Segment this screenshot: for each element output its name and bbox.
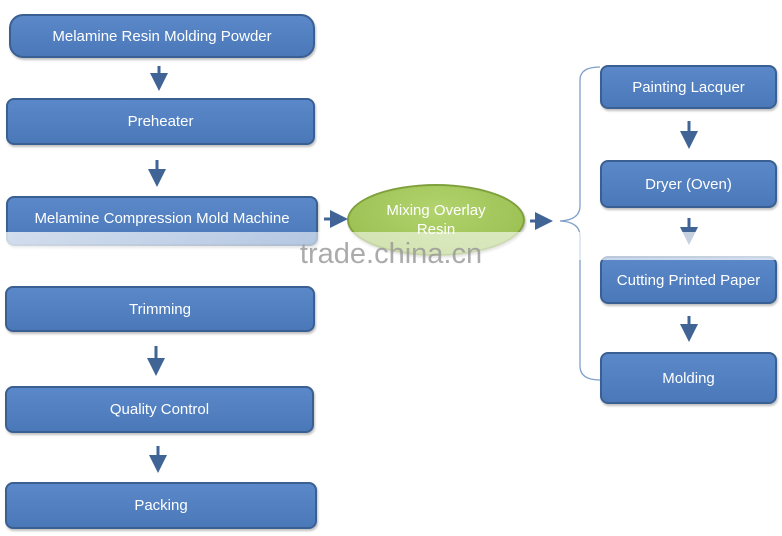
node-packing: Packing: [5, 482, 317, 529]
node-melamine-resin-molding-powder: Melamine Resin Molding Powder: [9, 14, 315, 58]
node-preheater: Preheater: [6, 98, 315, 145]
node-trimming: Trimming: [5, 286, 315, 332]
brace: [559, 66, 601, 381]
node-label: Dryer (Oven): [645, 175, 732, 193]
node-dryer-oven: Dryer (Oven): [600, 160, 777, 208]
node-label: Melamine Compression Mold Machine: [34, 209, 290, 227]
watermark: trade.china.cn: [299, 238, 483, 270]
node-label: Cutting Printed Paper: [616, 271, 761, 289]
node-label: Packing: [134, 497, 188, 514]
node-painting-lacquer: Painting Lacquer: [600, 65, 777, 109]
node-molding: Molding: [600, 352, 777, 404]
watermark-band: [0, 232, 782, 260]
node-quality-control: Quality Control: [5, 386, 314, 433]
node-label: Trimming: [129, 300, 191, 318]
node-label: Molding: [662, 369, 715, 387]
node-label: Painting Lacquer: [632, 78, 745, 96]
node-label: Melamine Resin Molding Powder: [52, 27, 272, 45]
node-label: Quality Control: [109, 401, 210, 418]
node-label: Preheater: [127, 113, 194, 130]
